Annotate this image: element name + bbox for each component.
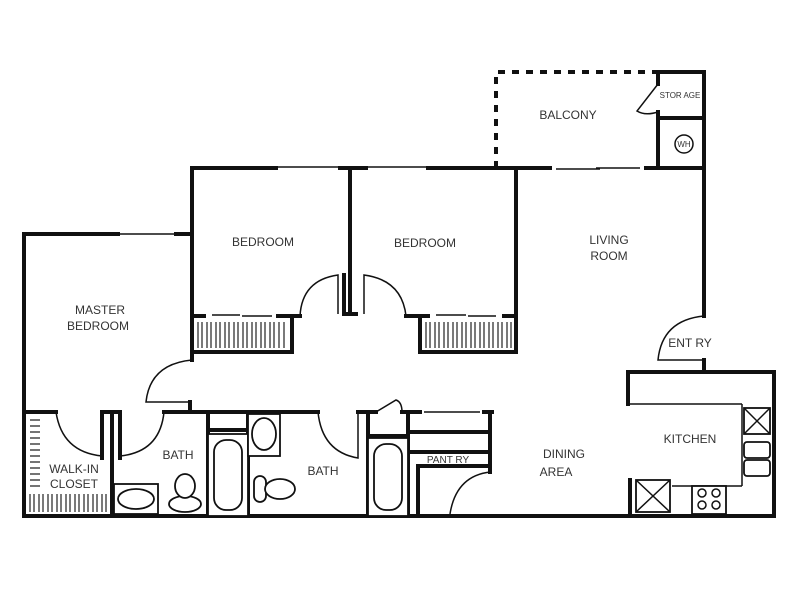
label-dining: DINING xyxy=(543,447,585,461)
bath-fixtures xyxy=(113,413,409,517)
label-bedroom-1: BEDROOM xyxy=(232,235,294,249)
label-water-heater: WH xyxy=(677,140,691,149)
kitchen-fixtures xyxy=(626,315,771,518)
label-bedroom-2: BEDROOM xyxy=(394,236,456,250)
balcony-area xyxy=(494,70,706,170)
room-labels: BALCONY STOR AGE WH BEDROOM BEDROOM LIVI… xyxy=(49,91,716,491)
label-walk-in: WALK-IN xyxy=(49,462,99,476)
label-closet: CLOSET xyxy=(50,477,99,491)
closet-hatching xyxy=(29,322,512,512)
bedroom-walls xyxy=(190,166,518,354)
label-master-bedroom: BEDROOM xyxy=(67,319,129,333)
label-bath-hall: BATH xyxy=(307,464,338,478)
label-master: MASTER xyxy=(75,303,125,317)
label-balcony: BALCONY xyxy=(539,108,596,122)
label-room: ROOM xyxy=(590,249,627,263)
label-storage: STOR AGE xyxy=(660,91,701,100)
label-entry: ENT RY xyxy=(668,336,712,350)
label-living: LIVING xyxy=(589,233,628,247)
label-bath-master: BATH xyxy=(162,448,193,462)
label-area: AREA xyxy=(540,465,573,479)
label-pantry: PANT RY xyxy=(427,455,470,466)
label-kitchen: KITCHEN xyxy=(664,432,717,446)
